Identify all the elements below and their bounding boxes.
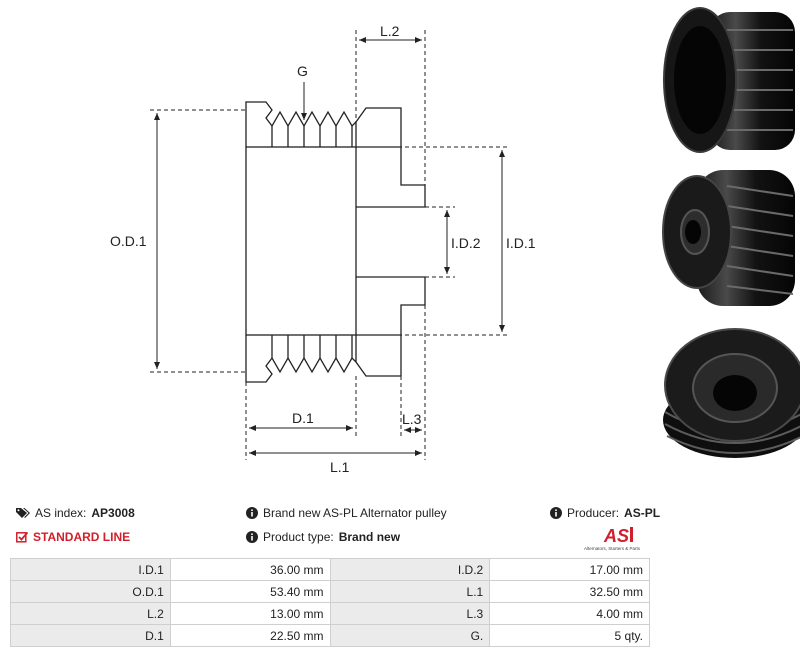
spec-value: 36.00 mm <box>169 558 331 581</box>
label-l3: L.3 <box>402 411 422 427</box>
spec-value: 53.40 mm <box>169 580 331 603</box>
info-icon <box>246 507 258 519</box>
standard-line-row: STANDARD LINE <box>16 530 130 544</box>
spec-value: 17.00 mm <box>489 558 650 581</box>
info-icon <box>550 507 562 519</box>
pulley-photo-front <box>663 7 795 153</box>
label-od1: O.D.1 <box>110 233 147 249</box>
description-row: Brand new AS-PL Alternator pulley <box>246 506 447 520</box>
spec-label: G. <box>329 624 491 647</box>
label-l1: L.1 <box>330 459 350 475</box>
info-icon <box>246 531 258 543</box>
product-type-row: Product type: Brand new <box>246 530 400 544</box>
tags-icon <box>16 507 30 519</box>
spec-label: I.D.1 <box>10 558 171 581</box>
svg-text:AS: AS <box>603 526 629 546</box>
label-id1: I.D.1 <box>506 235 536 251</box>
producer-value: AS-PL <box>624 506 661 520</box>
spec-label: I.D.2 <box>329 558 491 581</box>
spec-label: L.3 <box>329 602 491 625</box>
product-type-value: Brand new <box>338 530 401 544</box>
logo-subtitle: Alternators, Starters & Parts <box>584 546 641 551</box>
label-id2: I.D.2 <box>451 235 481 251</box>
spec-label: L.1 <box>329 580 491 603</box>
spec-value: 5 qty. <box>489 624 650 647</box>
as-index-label: AS index: <box>35 506 87 520</box>
label-l2: L.2 <box>380 23 400 39</box>
technical-drawing: G L.2 O.D.1 I.D.2 I.D.1 D.1 L.3 L.1 <box>110 23 536 475</box>
spec-value: 32.50 mm <box>489 580 650 603</box>
pulley-photo-angle <box>662 170 795 306</box>
pulley-photo-face <box>663 328 800 458</box>
dimension-labels: G L.2 O.D.1 I.D.2 I.D.1 D.1 L.3 L.1 <box>110 23 536 475</box>
as-pl-logo: AS Alternators, Starters & Parts <box>584 524 654 554</box>
spec-value: 22.50 mm <box>169 624 331 647</box>
product-type-label: Product type: <box>263 530 334 544</box>
label-d1: D.1 <box>292 410 314 426</box>
standard-line-label: STANDARD LINE <box>33 530 131 544</box>
spec-label: D.1 <box>10 624 171 647</box>
dimension-lines <box>150 30 510 460</box>
pulley-outline <box>245 101 426 383</box>
producer-row: Producer: AS-PL <box>550 506 660 520</box>
spec-value: 4.00 mm <box>489 602 650 625</box>
description-text: Brand new AS-PL Alternator pulley <box>263 506 447 520</box>
producer-label: Producer: <box>567 506 620 520</box>
spec-label: L.2 <box>10 602 171 625</box>
label-g: G <box>297 63 308 79</box>
spec-value: 13.00 mm <box>169 602 331 625</box>
as-index-value: AP3008 <box>91 506 135 520</box>
as-index-row: AS index: AP3008 <box>16 506 135 520</box>
product-photos <box>655 0 800 470</box>
spec-label: O.D.1 <box>10 580 171 603</box>
checkbox-icon <box>16 531 28 543</box>
